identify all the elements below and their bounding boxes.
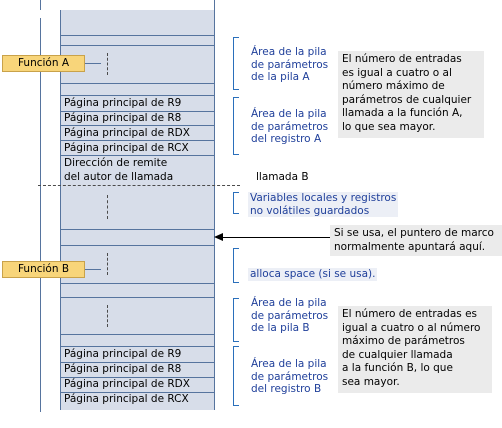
- annotation-a-stack-params: Área de la pila de parámetros de la pila…: [251, 46, 329, 83]
- bracket-locals: [233, 192, 239, 214]
- stack-divider: [60, 283, 215, 284]
- stack-divider: [60, 362, 215, 363]
- bracket-b-stack-params: [233, 298, 239, 342]
- function-b-connector: [40, 186, 41, 412]
- stack-cell-b-rcx: Página principal de RCX: [64, 393, 189, 405]
- bracket-a-register-params: [233, 97, 239, 155]
- stack-cell-b-rdx: Página principal de RDX: [64, 378, 190, 390]
- annotation-alloca: alloca space (si se usa).: [248, 268, 378, 281]
- stack-cell-b-r9: Página principal de R9: [64, 348, 182, 360]
- return-address-cell: Dirección de remite del autor de llamada: [64, 157, 174, 183]
- ellipsis-dash: [107, 305, 108, 327]
- stack-cell-a-r8: Página principal de R8: [64, 112, 182, 124]
- bracket-a-stack-params: [233, 37, 239, 90]
- frame-pointer-arrow-line: [222, 237, 330, 238]
- stack-divider: [60, 111, 215, 112]
- stack-divider: [60, 45, 215, 46]
- annotation-locals: Variables locales y registros no volátil…: [248, 192, 399, 217]
- note-function-a: El número de entradas es igual a cuatro …: [338, 51, 484, 138]
- stack-divider: [60, 83, 215, 84]
- stack-divider: [60, 229, 215, 230]
- frame-separator: [38, 185, 240, 186]
- stack-divider: [60, 377, 215, 378]
- bracket-alloca: [233, 248, 239, 283]
- stack-divider: [60, 297, 215, 298]
- stack-cell-a-r9: Página principal de R9: [64, 97, 182, 109]
- stack-top-right-edge: [214, 0, 215, 10]
- ellipsis-dash: [107, 195, 108, 219]
- stack-divider: [60, 140, 215, 141]
- stack-cell-a-rdx: Página principal de RDX: [64, 127, 190, 139]
- stack-cell-b-r8: Página principal de R8: [64, 363, 182, 375]
- ellipsis-dash: [107, 253, 108, 275]
- stack-top-left-edge: [40, 0, 41, 10]
- stack-divider: [60, 35, 215, 36]
- annotation-b-stack-params: Área de la pila de parámetros de la pila…: [251, 297, 329, 334]
- stack-divider: [60, 95, 215, 96]
- function-a-connector: [85, 63, 101, 64]
- stack-divider: [60, 334, 215, 335]
- frame-pointer-arrowhead-icon: [214, 233, 223, 241]
- note-frame-pointer: Si se usa, el puntero de marco normalmen…: [330, 225, 502, 256]
- call-b-label: llamada B: [256, 171, 309, 183]
- stack-divider: [60, 392, 215, 393]
- function-a-label: Función A: [2, 55, 85, 72]
- bracket-b-register-params: [233, 346, 239, 406]
- stack-divider: [60, 346, 215, 347]
- annotation-b-register-params: Área de la pila de parámetros del regist…: [251, 358, 329, 395]
- note-function-b: El número de entradas es igual a cuatro …: [338, 306, 492, 393]
- function-a-connector: [40, 18, 41, 185]
- stack-divider: [60, 155, 215, 156]
- stack-cell-a-rcx: Página principal de RCX: [64, 142, 189, 154]
- ellipsis-dash: [107, 53, 108, 75]
- function-b-connector: [85, 269, 101, 270]
- function-b-label: Función B: [2, 261, 85, 278]
- stack-divider: [60, 125, 215, 126]
- stack-column: [60, 10, 215, 410]
- annotation-a-register-params: Área de la pila de parámetros del regist…: [251, 108, 329, 145]
- stack-divider: [60, 245, 215, 246]
